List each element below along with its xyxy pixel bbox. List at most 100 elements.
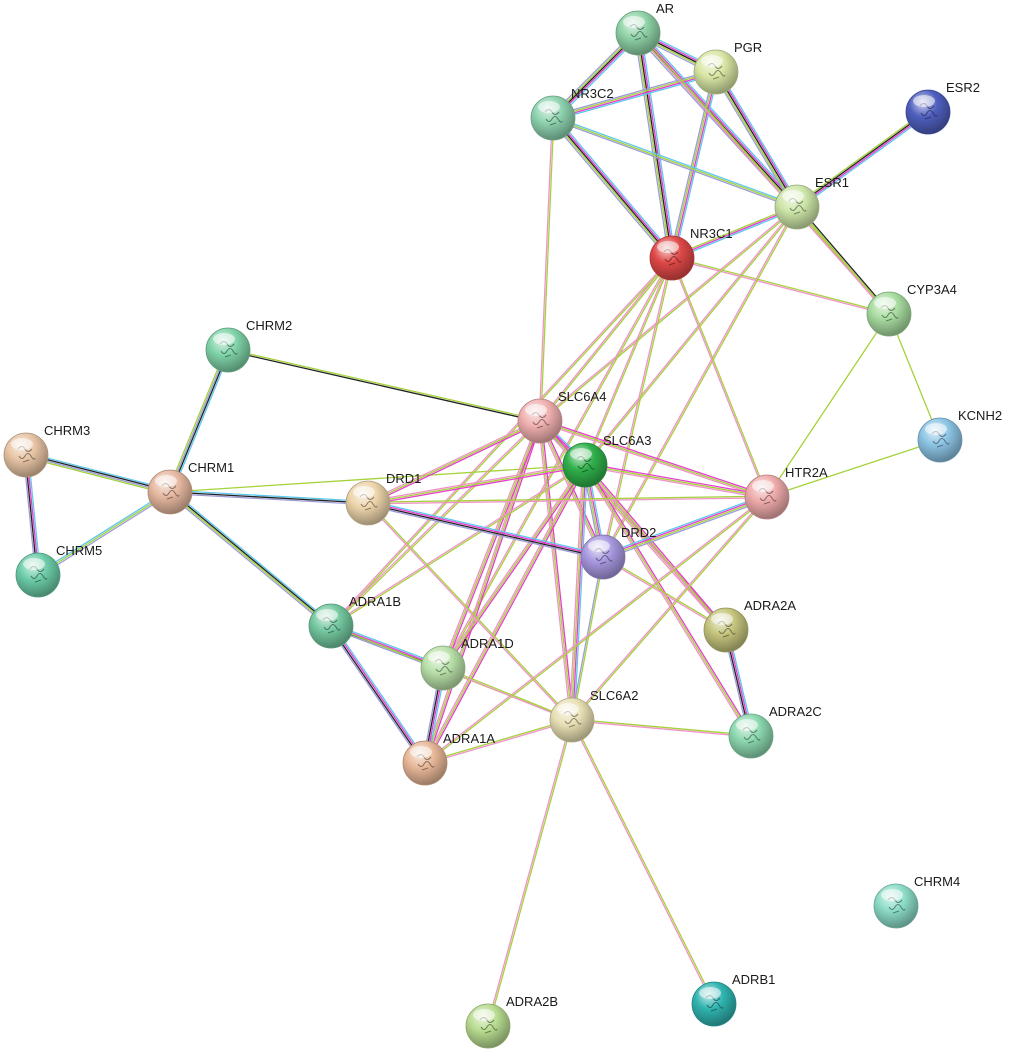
edge-strand (638, 31, 799, 207)
node-slc6a4[interactable]: SLC6A4 (517, 389, 606, 444)
edge-esr1-nr3c1[interactable] (671, 204, 798, 261)
node-drd1[interactable]: DRD1 (345, 471, 421, 526)
edge-esr1-slc6a4[interactable] (539, 205, 798, 423)
edge-nr3c1-slc6a3[interactable] (583, 257, 674, 466)
edge-chrm2-chrm1[interactable] (167, 348, 231, 494)
edge-chrm3-chrm1[interactable] (25, 452, 171, 495)
edge-pgr-esr1[interactable] (712, 70, 801, 209)
node-adra1b[interactable]: ADRA1B (308, 594, 401, 649)
node-label: CHRM5 (56, 543, 102, 558)
edge-adra1b-adra1a[interactable] (328, 624, 428, 765)
edge-drd2-htr2a[interactable] (601, 494, 769, 560)
edge-nr3c2-esr1[interactable] (552, 115, 798, 210)
edge-drd1-htr2a[interactable] (367, 495, 768, 505)
edge-strand (540, 117, 555, 422)
edge-strand (168, 493, 330, 629)
edge-slc6a4-drd1[interactable] (367, 419, 541, 505)
edge-strand (441, 463, 585, 668)
node-drd2[interactable]: DRD2 (580, 525, 656, 580)
node-label: ESR1 (815, 175, 849, 190)
edge-slc6a4-adra1b[interactable] (329, 419, 542, 628)
edge-strand (228, 348, 541, 421)
edge-slc6a2-adra2b[interactable] (486, 719, 574, 1027)
node-label: ADRA2A (744, 598, 796, 613)
edge-strand (38, 492, 172, 577)
edge-adra1d-slc6a2[interactable] (442, 666, 573, 722)
edge-nr3c2-nr3c1[interactable] (550, 115, 675, 261)
node-pgr[interactable]: PGR (693, 40, 762, 95)
edge-slc6a3-adra1a[interactable] (423, 463, 587, 765)
edge-kcnh2-htr2a[interactable] (766, 439, 941, 498)
edge-chrm1-adra1b[interactable] (168, 489, 333, 629)
edge-chrm1-slc6a3[interactable] (169, 464, 586, 493)
edge-drd1-slc6a2[interactable] (366, 502, 574, 721)
edge-drd1-drd2[interactable] (367, 500, 604, 560)
node-htr2a[interactable]: HTR2A (744, 465, 828, 520)
node-chrm4[interactable]: CHRM4 (873, 874, 960, 929)
node-adra1a[interactable]: ADRA1A (402, 731, 495, 786)
edge-nr3c1-htr2a[interactable] (670, 257, 769, 498)
node-chrm2[interactable]: CHRM2 (205, 318, 292, 373)
edge-slc6a3-htr2a[interactable] (584, 462, 768, 500)
edge-slc6a2-adrb1[interactable] (570, 719, 716, 1005)
sphere-highlight (913, 95, 935, 107)
edge-strand (714, 72, 797, 209)
edge-strand (670, 71, 716, 258)
edge-esr2-esr1[interactable] (795, 109, 930, 210)
edge-slc6a3-adra1b[interactable] (330, 463, 586, 628)
node-ar[interactable]: AR (615, 1, 674, 56)
edge-strand (331, 465, 586, 628)
edge-nr3c2-slc6a4[interactable] (538, 117, 555, 422)
edge-drd2-adra2a[interactable] (602, 555, 727, 632)
edge-htr2a-slc6a2[interactable] (570, 496, 769, 721)
edge-slc6a3-adra2c[interactable] (583, 463, 753, 738)
edge-nr3c1-slc6a4[interactable] (538, 257, 674, 422)
edge-chrm1-drd1[interactable] (169, 489, 369, 506)
node-adrb1[interactable]: ADRB1 (691, 972, 775, 1027)
node-chrm5[interactable]: CHRM5 (15, 543, 102, 598)
node-esr2[interactable]: ESR2 (905, 80, 980, 135)
edge-esr1-slc6a3[interactable] (583, 206, 799, 466)
node-slc6a3[interactable]: SLC6A3 (562, 433, 651, 488)
edge-chrm5-chrm1[interactable] (36, 490, 172, 577)
edge-slc6a3-slc6a2[interactable] (568, 464, 589, 721)
edge-slc6a4-adra1d[interactable] (440, 420, 543, 669)
node-adra2a[interactable]: ADRA2A (703, 598, 796, 653)
node-slc6a2[interactable]: SLC6A2 (549, 688, 638, 743)
edge-cyp3a4-htr2a[interactable] (766, 313, 890, 498)
edge-pgr-nr3c2[interactable] (552, 69, 717, 121)
node-nr3c1[interactable]: NR3C1 (649, 226, 733, 281)
node-kcnh2[interactable]: KCNH2 (917, 408, 1002, 463)
edge-strand (637, 32, 673, 259)
edge-slc6a3-adra2a[interactable] (583, 463, 728, 632)
node-label: ADRA1D (461, 636, 514, 651)
edge-pgr-nr3c1[interactable] (669, 71, 719, 259)
node-chrm1[interactable]: CHRM1 (147, 460, 234, 515)
edge-strand (553, 116, 674, 258)
edge-nr3c1-cyp3a4[interactable] (671, 256, 890, 316)
edge-ar-cyp3a4[interactable] (636, 32, 891, 315)
edge-strand (572, 718, 752, 736)
edge-strand (797, 112, 929, 209)
edge-strand (227, 350, 540, 423)
node-cyp3a4[interactable]: CYP3A4 (866, 282, 957, 337)
node-nr3c2[interactable]: NR3C2 (530, 86, 614, 141)
edge-ar-nr3c1[interactable] (634, 32, 676, 259)
edge-htr2a-adra1a[interactable] (424, 495, 768, 765)
edge-strand (636, 33, 889, 315)
edge-strand (552, 118, 797, 210)
edge-adra1a-slc6a2[interactable] (424, 718, 573, 765)
node-chrm3[interactable]: CHRM3 (3, 423, 90, 478)
node-adra1d[interactable]: ADRA1D (420, 636, 514, 691)
edge-chrm2-slc6a4[interactable] (227, 348, 541, 423)
edge-slc6a4-htr2a[interactable] (539, 418, 768, 500)
edge-slc6a2-adra2c[interactable] (571, 718, 752, 738)
node-adra2c[interactable]: ADRA2C (728, 704, 822, 759)
edge-strand (669, 71, 715, 258)
sphere-highlight (538, 101, 560, 113)
edge-slc6a3-drd1[interactable] (367, 462, 586, 506)
node-adra2b[interactable]: ADRA2B (465, 994, 558, 1049)
node-esr1[interactable]: ESR1 (774, 175, 849, 230)
edge-cyp3a4-kcnh2[interactable] (888, 313, 941, 441)
node-label: ADRB1 (732, 972, 775, 987)
